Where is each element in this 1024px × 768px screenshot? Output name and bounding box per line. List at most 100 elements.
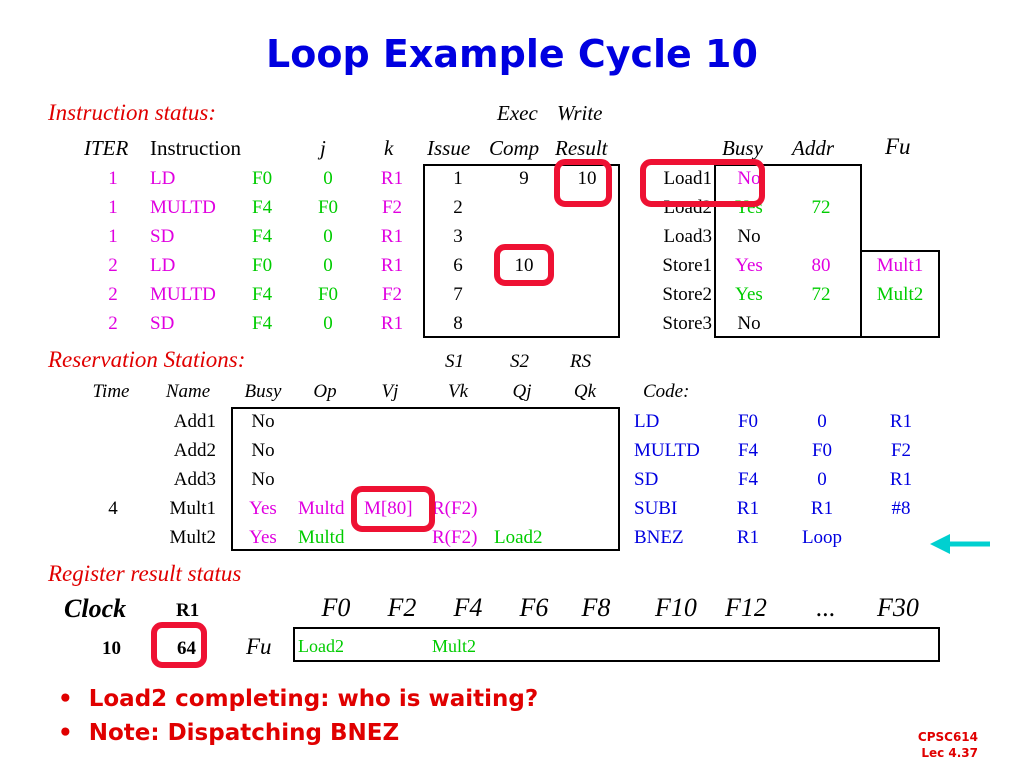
code-op: MULTD — [634, 440, 700, 461]
buffer-name: Store2 — [662, 284, 712, 305]
reg-f12: F12 — [725, 593, 767, 622]
instr-issue: 3 — [453, 226, 463, 247]
header-rs: RS — [570, 351, 592, 372]
col-j: j — [320, 136, 326, 160]
rs-box — [231, 407, 620, 551]
footer-lecture: Lec 4.37 — [921, 746, 978, 760]
instr-j: 0 — [323, 313, 333, 334]
header-write: Write — [557, 101, 603, 125]
buffer-fu: Mult1 — [876, 255, 924, 276]
rs-busy: Yes — [249, 498, 277, 519]
instr-op: LD — [150, 255, 176, 276]
col-comp: Comp — [489, 136, 540, 160]
rs-vk: R(F2) — [432, 527, 478, 548]
rs-busy: No — [251, 440, 275, 461]
buffer-addr: 72 — [811, 197, 831, 218]
rs-name: Add2 — [173, 440, 216, 461]
bullet-2: • Note: Dispatching BNEZ — [58, 720, 400, 746]
instr-issue: 2 — [453, 197, 463, 218]
buffer-busy: No — [737, 313, 761, 334]
rs-col-qj: Qj — [512, 381, 532, 402]
timing-box — [423, 164, 620, 338]
instr-k: F2 — [381, 284, 403, 305]
code-arg2: F0 — [811, 440, 833, 461]
code-op: SUBI — [634, 498, 678, 519]
reservation-stations-label: Reservation Stations: — [48, 347, 246, 372]
r1-value: 64 — [177, 638, 196, 659]
code-arg3: F2 — [890, 440, 912, 461]
instr-issue: 6 — [453, 255, 463, 276]
instr-k: R1 — [380, 226, 404, 247]
instr-iter: 2 — [108, 255, 118, 276]
instr-comp: 9 — [519, 168, 529, 189]
instr-comp: 10 — [514, 255, 534, 276]
arrow-left-icon — [930, 534, 990, 554]
instr-iter: 1 — [108, 168, 118, 189]
instr-j: 0 — [323, 255, 333, 276]
instr-op: SD — [150, 313, 175, 334]
comp-highlight — [494, 244, 554, 286]
reg-f2: F2 — [387, 593, 417, 622]
buffer-addr: 80 — [811, 255, 831, 276]
col-addr: Addr — [792, 136, 834, 160]
register-status-label: Register result status — [48, 561, 242, 586]
register-fu-box — [293, 627, 940, 662]
instr-dest: F4 — [252, 197, 273, 218]
instruction-status-label: Instruction status: — [48, 100, 217, 125]
instr-iter: 1 — [108, 226, 118, 247]
rs-busy: No — [251, 469, 275, 490]
reg-f10: F10 — [655, 593, 697, 622]
load1-highlight — [640, 159, 765, 207]
code-op: BNEZ — [634, 527, 684, 548]
code-arg2: Loop — [801, 527, 843, 548]
code-arg2: R1 — [810, 498, 834, 519]
col-iter: ITER — [84, 136, 129, 160]
rs-vk: R(F2) — [432, 498, 478, 519]
instr-issue: 7 — [453, 284, 463, 305]
buffer-name: Store1 — [662, 255, 712, 276]
reg-fu-2: Mult2 — [432, 636, 477, 656]
header-s2: S2 — [510, 351, 529, 372]
result-highlight — [554, 159, 612, 207]
reg-f6: F6 — [519, 593, 549, 622]
buffer-busy: Yes — [735, 284, 763, 305]
col-issue: Issue — [427, 136, 471, 160]
fu-label: Fu — [246, 634, 272, 659]
instr-result: 10 — [577, 168, 597, 189]
code-op: LD — [634, 411, 660, 432]
code-arg1: F4 — [737, 440, 759, 461]
rs-busy: Yes — [249, 527, 277, 548]
instr-dest: F0 — [252, 168, 273, 189]
clock-label: Clock — [64, 594, 127, 623]
reg-f0: F0 — [321, 593, 351, 622]
col-result: Result — [555, 136, 608, 160]
clock-value: 10 — [102, 638, 121, 659]
code-op: SD — [634, 469, 659, 490]
col-fu: Fu — [885, 134, 911, 159]
code-arg1: F0 — [737, 411, 759, 432]
r1-label: R1 — [176, 600, 200, 621]
rs-col-qk: Qk — [573, 381, 597, 402]
instr-k: R1 — [380, 168, 404, 189]
buffer-fu: Mult2 — [876, 284, 924, 305]
store-fu-box — [860, 250, 940, 338]
instr-dest: F4 — [252, 284, 273, 305]
rs-busy: No — [251, 411, 275, 432]
col-k: k — [384, 136, 394, 160]
instr-op: SD — [150, 226, 175, 247]
rs-col-time: Time — [92, 381, 130, 402]
instr-j: 0 — [323, 226, 333, 247]
reg-dotsdotsdots: ... — [816, 593, 836, 622]
instr-k: F2 — [381, 197, 403, 218]
reg-f4: F4 — [453, 593, 483, 622]
instr-dest: F4 — [252, 313, 273, 334]
code-arg3: R1 — [889, 469, 913, 490]
buffer-name: Load3 — [663, 226, 712, 247]
bullet-1: • Load2 completing: who is waiting? — [58, 686, 539, 712]
header-s1: S1 — [445, 351, 464, 372]
instr-issue: 1 — [453, 168, 463, 189]
code-arg3: #8 — [891, 498, 911, 519]
code-arg1: F4 — [737, 469, 759, 490]
instr-issue: 8 — [453, 313, 463, 334]
rs-name: Add1 — [173, 411, 216, 432]
